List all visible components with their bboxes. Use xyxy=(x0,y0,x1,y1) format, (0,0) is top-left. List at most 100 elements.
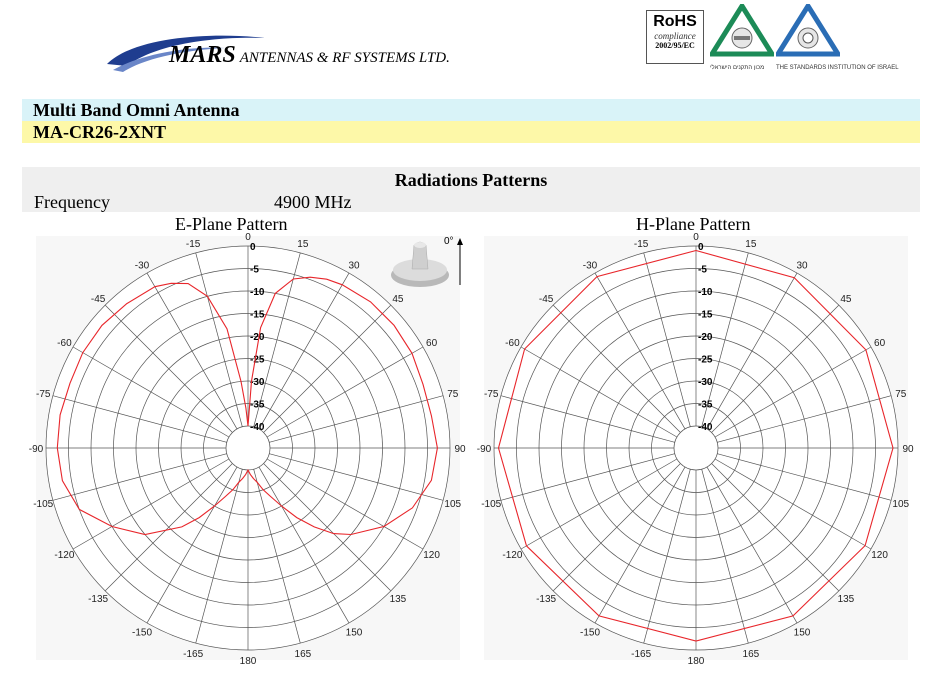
e-plane-angle-label: -75 xyxy=(36,389,51,400)
e-plane-radial-label: -30 xyxy=(250,377,265,388)
iso-certification-badge: THE STANDARDS INSTITUTION OF ISRAEL xyxy=(773,1,899,71)
h-plane-radial-label: -10 xyxy=(698,287,713,298)
e-plane-angle-label: 75 xyxy=(447,389,459,400)
h-plane-angle-label: 45 xyxy=(840,294,852,305)
e-plane-radial-label: -5 xyxy=(250,265,259,276)
section-header: Radiations Patterns Frequency 4900 MHz xyxy=(22,167,920,212)
frequency-value: 4900 MHz xyxy=(274,192,352,212)
e-plane-radial-label: 0 xyxy=(250,242,256,253)
frequency-label: Frequency xyxy=(34,192,110,212)
h-plane-plot: 0153045607590105120135150165180-165-150-… xyxy=(477,232,914,667)
e-plane-angle-label: -135 xyxy=(88,594,108,605)
e-plane-angle-label: 120 xyxy=(423,550,440,561)
e-plane-angle-label: -90 xyxy=(29,444,44,455)
e-plane-angle-label: -60 xyxy=(57,338,72,349)
e-plane-ring xyxy=(135,335,361,561)
section-title: Radiations Patterns xyxy=(394,170,548,190)
company-name: MARS ANTENNAS & RF SYSTEMS LTD. xyxy=(169,42,450,68)
e-plane-ring xyxy=(113,313,383,583)
e-plane-radial-label: -35 xyxy=(250,400,265,411)
h-plane-angle-label: 90 xyxy=(902,444,914,455)
triangle-badge-icon xyxy=(773,1,843,57)
h-plane-ring xyxy=(561,313,831,583)
e-plane-angle-label: 165 xyxy=(295,649,312,660)
swoosh-icon xyxy=(107,35,265,72)
e-plane-ring xyxy=(158,358,338,538)
h-plane-angle-label: -15 xyxy=(634,239,649,250)
h-plane-angle-label: -105 xyxy=(481,499,501,510)
h-plane-angle-label: -45 xyxy=(539,294,554,305)
e-plane-radial-label: -15 xyxy=(250,310,265,321)
e-plane-ring xyxy=(45,245,451,651)
e-plane-radial-label: -40 xyxy=(250,422,265,433)
h-plane-angle-label: -165 xyxy=(631,649,651,660)
h-plane-radial-label: -35 xyxy=(698,400,713,411)
h-plane-title: H-Plane Pattern xyxy=(636,214,751,234)
e-plane-angle-label: 180 xyxy=(240,656,257,667)
e-plane-angle-label: -30 xyxy=(135,260,150,271)
e-plane-radial-label: -20 xyxy=(250,332,265,343)
h-plane-ring xyxy=(516,268,876,628)
h-plane-angle-label: -30 xyxy=(583,260,598,271)
h-plane-radial-label: 0 xyxy=(698,242,704,253)
product-name-bar: Multi Band Omni Antenna xyxy=(22,99,920,121)
e-plane-ring xyxy=(68,268,428,628)
h-plane-angle-label: -135 xyxy=(536,594,556,605)
h-plane-angle-label: -150 xyxy=(580,628,600,639)
h-plane-ring xyxy=(606,358,786,538)
h-plane-angle-label: 135 xyxy=(838,594,855,605)
e-plane-angle-label: -120 xyxy=(54,550,74,561)
h-plane-angle-label: 60 xyxy=(874,338,886,349)
h-plane-radial-label: -30 xyxy=(698,377,713,388)
e-plane-plot: 0153045607590105120135150165180-165-150-… xyxy=(29,232,466,667)
rohs-badge: RoHS compliance 2002/95/EC xyxy=(646,10,704,64)
h-plane-angle-label: -60 xyxy=(505,338,520,349)
h-plane-radial-label: -25 xyxy=(698,355,713,366)
h-plane-ring xyxy=(583,335,809,561)
h-plane-angle-label: -90 xyxy=(477,444,492,455)
h-plane-series-trace xyxy=(497,249,894,642)
product-model-bar: MA-CR26-2XNT xyxy=(22,121,920,143)
e-plane-angle-label: -45 xyxy=(91,294,106,305)
antenna-orientation-label: 0° xyxy=(444,236,454,247)
h-plane-angle-label: 0 xyxy=(693,232,699,243)
h-plane-ring xyxy=(651,403,741,493)
e-plane-angle-label: -105 xyxy=(33,499,53,510)
e-plane-radial-label: -25 xyxy=(250,355,265,366)
e-plane-angle-label: 30 xyxy=(348,260,360,271)
h-plane-angle-label: 165 xyxy=(743,649,760,660)
h-plane-angle-label: 15 xyxy=(745,239,757,250)
e-plane-angle-label: 105 xyxy=(444,499,461,510)
h-plane-angle-label: 120 xyxy=(871,550,888,561)
h-plane-angle-label: -120 xyxy=(502,550,522,561)
cert2-caption: THE STANDARDS INSTITUTION OF ISRAEL xyxy=(776,65,899,71)
e-plane-title: E-Plane Pattern xyxy=(175,214,288,234)
h-plane-ring xyxy=(538,290,854,606)
h-plane-angle-label: 30 xyxy=(796,260,808,271)
e-plane-angle-label: -165 xyxy=(183,649,203,660)
e-plane-angle-label: -150 xyxy=(132,628,152,639)
h-plane-radial-label: -40 xyxy=(698,422,713,433)
e-plane-ring xyxy=(180,380,316,516)
e-plane-angle-label: 45 xyxy=(392,294,404,305)
cert1-caption: מכון התקנים הישראלי xyxy=(710,65,765,71)
e-plane-ring xyxy=(90,290,406,606)
h-plane-angle-label: 75 xyxy=(895,389,907,400)
product-model: MA-CR26-2XNT xyxy=(33,122,166,142)
e-plane-angle-label: 15 xyxy=(297,239,309,250)
e-plane-radial-label: -10 xyxy=(250,287,265,298)
h-plane-radial-label: -20 xyxy=(698,332,713,343)
h-plane-ring xyxy=(628,380,764,516)
e-plane-angle-label: 60 xyxy=(426,338,438,349)
h-plane-angle-label: 150 xyxy=(794,628,811,639)
triangle-badge-icon xyxy=(707,1,777,57)
h-plane-radial-label: -15 xyxy=(698,310,713,321)
e-plane-angle-label: -15 xyxy=(186,239,201,250)
e-plane-ring xyxy=(203,403,293,493)
product-name: Multi Band Omni Antenna xyxy=(33,100,240,120)
h-plane-ring xyxy=(673,425,719,471)
h-plane-angle-label: 105 xyxy=(892,499,909,510)
h-plane-radial-label: -5 xyxy=(698,265,707,276)
